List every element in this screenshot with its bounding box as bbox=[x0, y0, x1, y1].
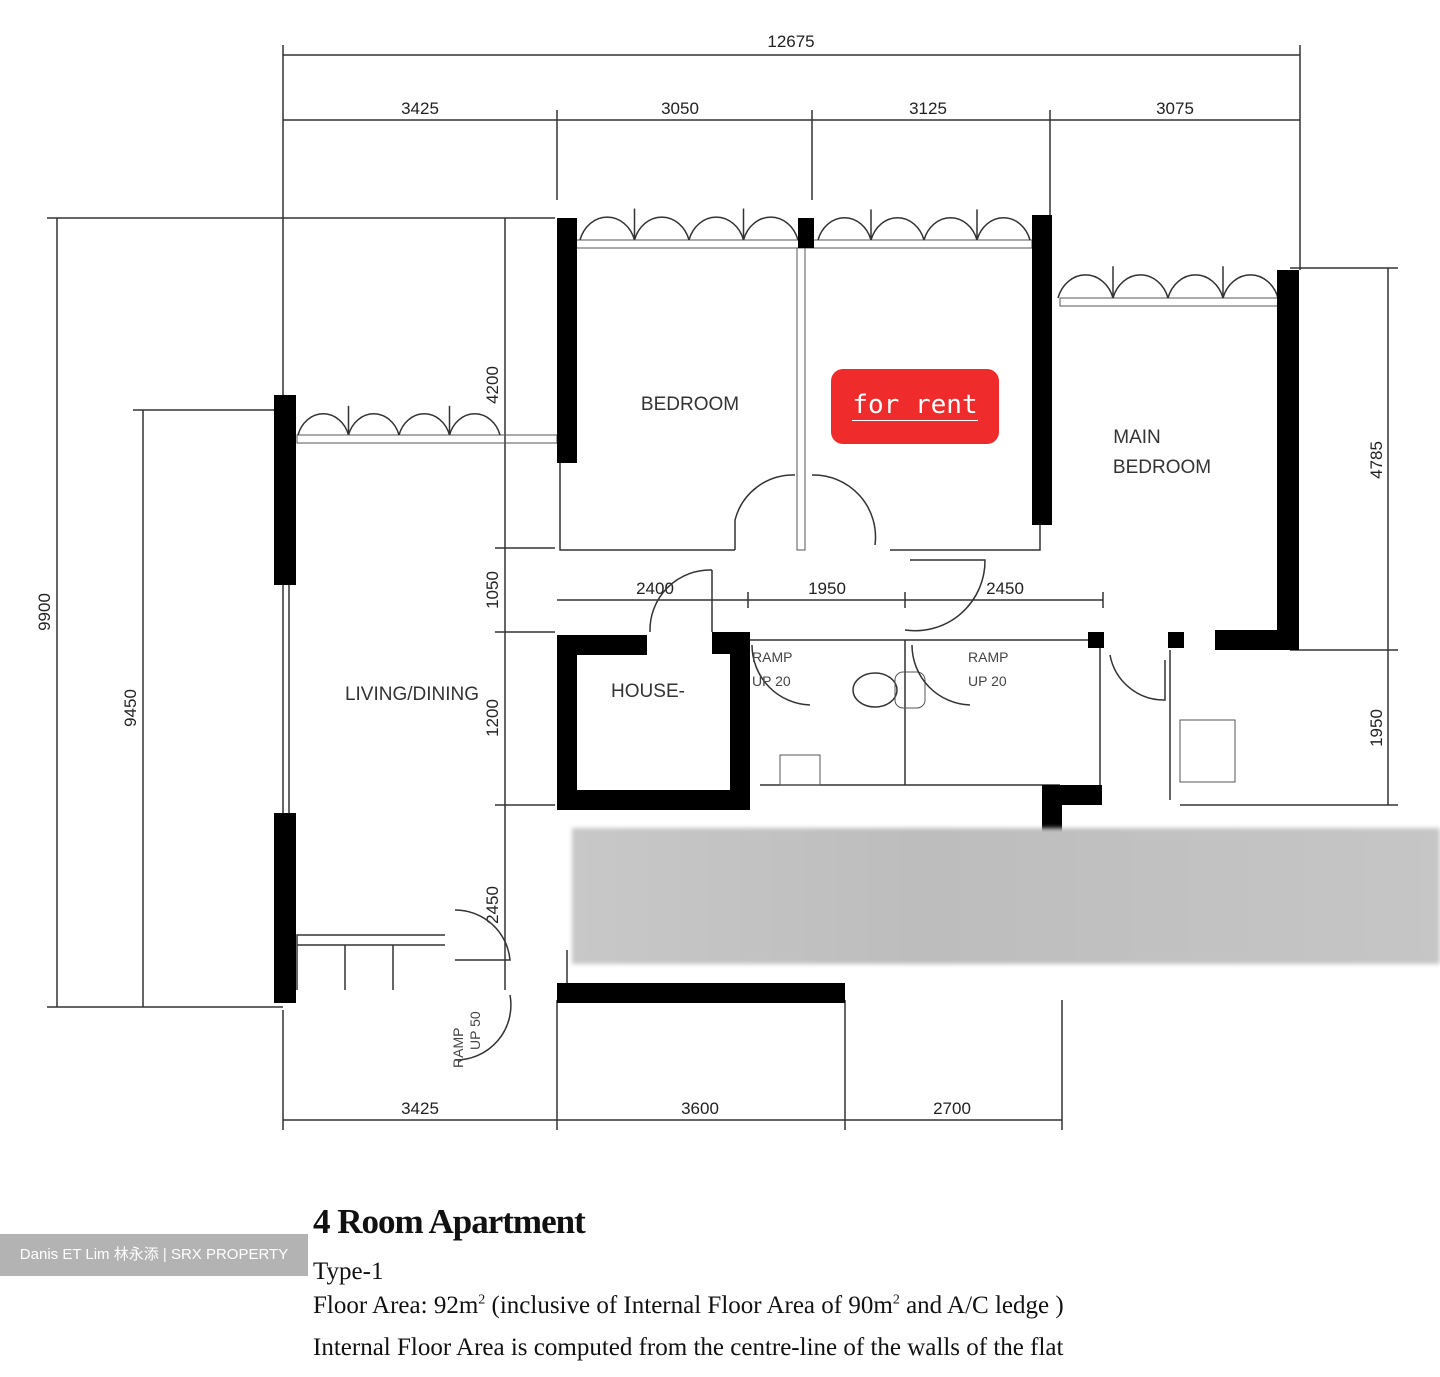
dim-top-3: 3125 bbox=[909, 99, 947, 118]
label-main-bedroom-2: BEDROOM bbox=[1113, 457, 1211, 478]
label-household-shelter: HOUSE- bbox=[611, 681, 685, 702]
sup-1: 2 bbox=[478, 1292, 486, 1308]
label-living-dining: LIVING/DINING bbox=[345, 684, 479, 705]
redacted-area bbox=[572, 828, 1440, 964]
dimension-lines bbox=[47, 45, 1398, 1130]
label-ramp-2a: RAMP bbox=[968, 649, 1008, 665]
dim-bottom-3: 2700 bbox=[933, 1099, 971, 1118]
dim-left-overall: 9900 bbox=[35, 593, 54, 631]
window-arc bbox=[817, 217, 872, 241]
dim-inner-3: 1200 bbox=[483, 699, 502, 737]
dim-right-lower: 1950 bbox=[1367, 709, 1386, 747]
window-arc bbox=[633, 216, 690, 241]
label-main-bedroom-1: MAIN bbox=[1113, 427, 1161, 448]
dim-corridor-2: 1950 bbox=[808, 579, 846, 598]
window-arc bbox=[688, 216, 745, 241]
window-arc bbox=[297, 413, 350, 436]
dim-inner-2: 1050 bbox=[483, 571, 502, 609]
floor-area-note: Internal Floor Area is computed from the… bbox=[313, 1334, 1064, 1361]
floor-area-suffix: and A/C ledge ) bbox=[899, 1292, 1064, 1319]
for-rent-label: for rent bbox=[852, 390, 978, 421]
dim-left-inner: 9450 bbox=[121, 689, 140, 727]
window-arc bbox=[923, 217, 978, 241]
window-arc bbox=[1057, 274, 1114, 299]
label-ramp-1a: RAMP bbox=[752, 649, 792, 665]
window-arc bbox=[870, 217, 925, 241]
window-arcs bbox=[297, 208, 1279, 436]
dim-overall: 12675 bbox=[767, 32, 814, 51]
plan-type: Type-1 bbox=[313, 1258, 384, 1285]
dim-right-upper: 4785 bbox=[1367, 441, 1386, 479]
window-arc bbox=[1222, 274, 1279, 299]
dim-top-2: 3050 bbox=[661, 99, 699, 118]
window-arc bbox=[976, 217, 1031, 241]
floor-area-mid: (inclusive of Internal Floor Area of 90m bbox=[485, 1292, 893, 1319]
structural-walls bbox=[274, 215, 1299, 1003]
window-arc bbox=[347, 413, 400, 436]
dimension-labels: 12675 3425 3050 3125 3075 3425 3600 2700… bbox=[35, 32, 1386, 1118]
dim-inner-1: 4200 bbox=[483, 366, 502, 404]
window-arc bbox=[1112, 274, 1169, 299]
dim-corridor-1: 2400 bbox=[636, 579, 674, 598]
room-labels: BEDROOM MAIN BEDROOM LIVING/DINING HOUSE… bbox=[345, 394, 1211, 1068]
floor-area-line: Floor Area: 92m2 (inclusive of Internal … bbox=[313, 1292, 1064, 1320]
floor-area-prefix: Floor Area: 92m bbox=[313, 1292, 479, 1319]
label-ramp-2b: UP 20 bbox=[968, 673, 1007, 689]
label-ramp-3a: RAMP bbox=[450, 1028, 466, 1068]
door-swings bbox=[454, 474, 1166, 1061]
plan-title: 4 Room Apartment bbox=[313, 1202, 586, 1241]
window-arc bbox=[398, 413, 451, 436]
label-bedroom: BEDROOM bbox=[641, 394, 739, 415]
dim-top-4: 3075 bbox=[1156, 99, 1194, 118]
sup-2: 2 bbox=[892, 1292, 900, 1308]
dim-corridor-3: 2450 bbox=[986, 579, 1024, 598]
window-arc bbox=[448, 413, 501, 436]
label-ramp-1b: UP 20 bbox=[752, 673, 791, 689]
dim-bottom-1: 3425 bbox=[401, 1099, 439, 1118]
toilet-icon bbox=[852, 672, 898, 708]
window-arc bbox=[579, 216, 636, 241]
dim-top-1: 3425 bbox=[401, 99, 439, 118]
window-arc bbox=[742, 216, 799, 241]
dim-inner-4: 2450 bbox=[483, 886, 502, 924]
watermark: Danis ET Lim 林永添 | SRX PROPERTY bbox=[0, 1234, 308, 1276]
window-arc bbox=[1167, 274, 1224, 299]
label-ramp-3b: UP 50 bbox=[467, 1011, 483, 1050]
dim-bottom-2: 3600 bbox=[681, 1099, 719, 1118]
for-rent-badge: for rent bbox=[831, 369, 999, 444]
